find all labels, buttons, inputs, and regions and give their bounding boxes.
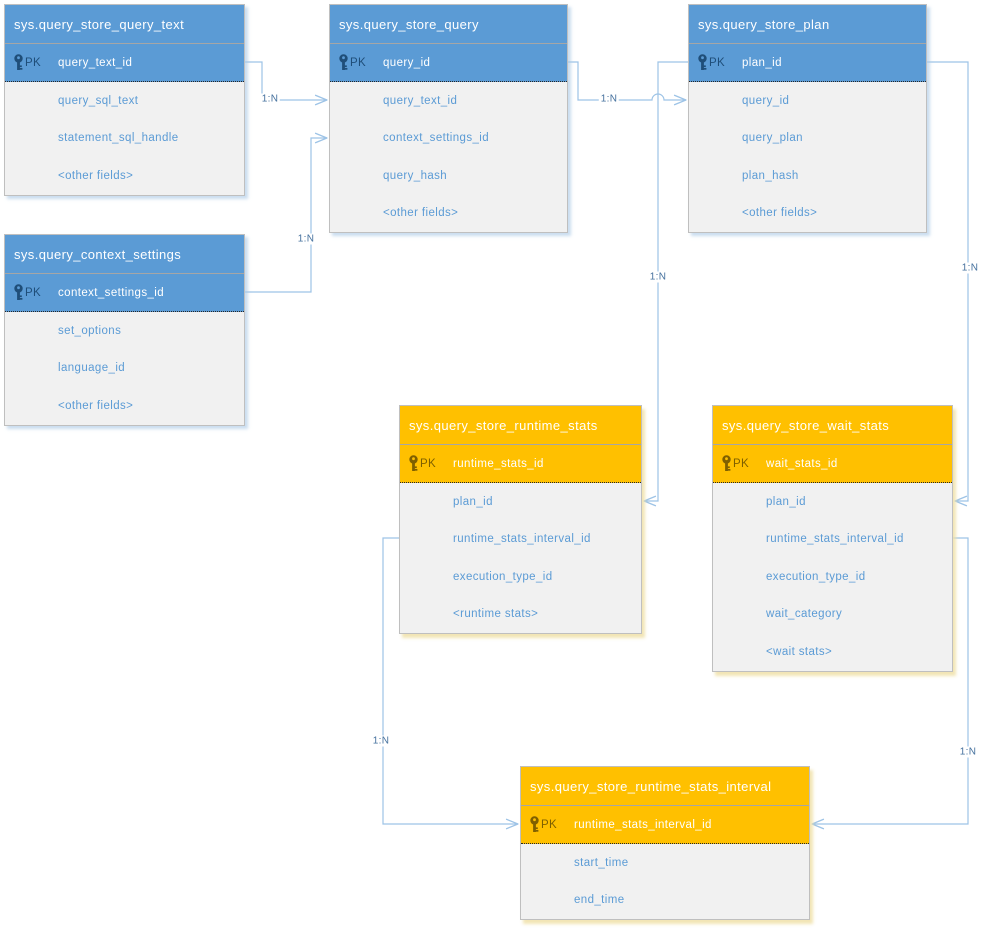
table-query-store-runtime-stats: sys.query_store_runtime_stats PK runtime… xyxy=(399,405,642,634)
table-query-store-plan: sys.query_store_plan PK plan_id query_id… xyxy=(688,4,927,233)
cardinality-label: 1:N xyxy=(647,271,669,283)
pk-row: PK plan_id xyxy=(689,44,926,82)
table-title: sys.query_store_query_text xyxy=(5,5,244,44)
table-query-store-query-text: sys.query_store_query_text PK query_text… xyxy=(4,4,245,196)
pk-row: PK runtime_stats_id xyxy=(400,445,641,483)
pk-badge: PK xyxy=(25,56,41,69)
pk-badge: PK xyxy=(420,457,436,470)
table-title: sys.query_store_runtime_stats_interval xyxy=(521,767,809,806)
field-row: start_time xyxy=(574,856,629,869)
field-row: end_time xyxy=(574,894,625,907)
pk-badge: PK xyxy=(709,56,725,69)
field-row: <other fields> xyxy=(383,207,459,220)
field-row: execution_type_id xyxy=(453,570,553,583)
table-query-context-settings: sys.query_context_settings PK context_se… xyxy=(4,234,245,426)
pk-row: PK query_id xyxy=(330,44,567,82)
pk-row: PK query_text_id xyxy=(5,44,244,82)
cardinality-label: 1:N xyxy=(957,746,979,758)
pk-row: PK wait_stats_id xyxy=(713,445,952,483)
key-icon xyxy=(408,455,419,472)
field-row: execution_type_id xyxy=(766,570,866,583)
field-row: wait_category xyxy=(766,608,843,621)
cardinality-label: 1:N xyxy=(259,93,281,105)
connector-contextsettings-to-query xyxy=(245,138,327,293)
cardinality-label: 1:N xyxy=(370,735,392,747)
table-title: sys.query_store_query xyxy=(330,5,567,44)
field-row: query_text_id xyxy=(383,94,458,107)
field-row: plan_hash xyxy=(742,169,799,182)
table-title: sys.query_context_settings xyxy=(5,235,244,274)
field-row: <other fields> xyxy=(58,169,134,182)
pk-badge: PK xyxy=(25,286,41,299)
key-icon xyxy=(697,54,708,71)
field-row: plan_id xyxy=(453,495,493,508)
field-row: <wait stats> xyxy=(766,645,833,658)
field-row: <other fields> xyxy=(58,399,134,412)
field-row: runtime_stats_interval_id xyxy=(453,533,591,546)
key-icon xyxy=(721,455,732,472)
pk-field: runtime_stats_id xyxy=(453,457,544,470)
table-title: sys.query_store_runtime_stats xyxy=(400,406,641,445)
field-row: <other fields> xyxy=(742,207,818,220)
pk-field: plan_id xyxy=(742,56,782,69)
pk-badge: PK xyxy=(733,457,749,470)
field-row: query_plan xyxy=(742,132,803,145)
cardinality-label: 1:N xyxy=(295,233,317,245)
connector-query-to-plan xyxy=(568,61,686,100)
table-query-store-wait-stats: sys.query_store_wait_stats PK wait_stats… xyxy=(712,405,953,672)
key-icon xyxy=(13,54,24,71)
cardinality-label: 1:N xyxy=(598,93,620,105)
field-row: set_options xyxy=(58,324,122,337)
pk-field: query_text_id xyxy=(58,56,133,69)
pk-badge: PK xyxy=(541,818,557,831)
field-row: language_id xyxy=(58,362,126,375)
field-row: query_id xyxy=(742,94,790,107)
table-title: sys.query_store_plan xyxy=(689,5,926,44)
key-icon xyxy=(13,284,24,301)
field-row: context_settings_id xyxy=(383,132,490,145)
field-row: <runtime stats> xyxy=(453,608,539,621)
field-row: plan_id xyxy=(766,495,806,508)
field-row: query_sql_text xyxy=(58,94,139,107)
pk-field: wait_stats_id xyxy=(766,457,838,470)
pk-badge: PK xyxy=(350,56,366,69)
field-row: statement_sql_handle xyxy=(58,132,179,145)
connector-querytext-to-query xyxy=(245,61,327,100)
pk-row: PK runtime_stats_interval_id xyxy=(521,806,809,844)
table-query-store-runtime-stats-interval: sys.query_store_runtime_stats_interval P… xyxy=(520,766,810,920)
key-icon xyxy=(529,816,540,833)
pk-field: context_settings_id xyxy=(58,286,165,299)
cardinality-label: 1:N xyxy=(959,262,981,274)
pk-field: query_id xyxy=(383,56,431,69)
field-row: runtime_stats_interval_id xyxy=(766,533,904,546)
pk-row: PK context_settings_id xyxy=(5,274,244,312)
field-row: query_hash xyxy=(383,169,448,182)
table-title: sys.query_store_wait_stats xyxy=(713,406,952,445)
pk-field: runtime_stats_interval_id xyxy=(574,818,712,831)
table-query-store-query: sys.query_store_query PK query_id query_… xyxy=(329,4,568,233)
key-icon xyxy=(338,54,349,71)
